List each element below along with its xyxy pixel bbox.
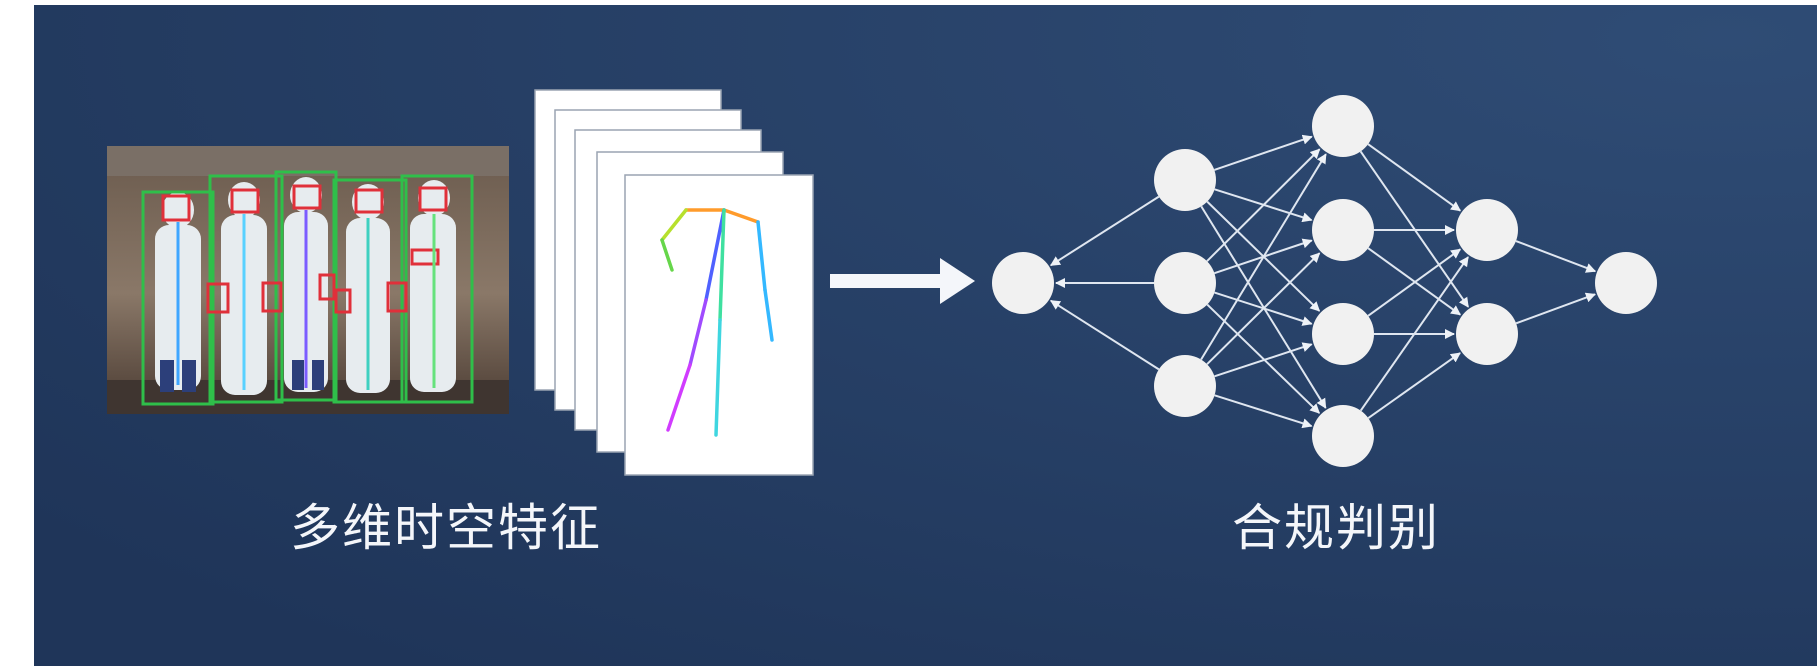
- neural-network: [992, 95, 1657, 467]
- judgment-caption: 合规判别: [1232, 499, 1440, 557]
- edge-input-hidden: [1206, 303, 1321, 414]
- network-node: [1312, 95, 1374, 157]
- edge-hidden-hidden: [1359, 256, 1469, 412]
- skeleton-frame-stack: [534, 89, 814, 476]
- edge-input-hidden: [1206, 148, 1321, 262]
- workers-photo: [107, 146, 509, 414]
- network-node: [1456, 303, 1518, 365]
- network-nodes: [992, 95, 1657, 467]
- network-node: [1154, 149, 1216, 211]
- edge-input-hidden: [1200, 153, 1327, 361]
- edge-to-left-node: [1050, 299, 1160, 371]
- edge-hidden-hidden: [1367, 248, 1462, 317]
- network-node: [1154, 355, 1216, 417]
- edge-hidden-hidden: [1367, 143, 1462, 212]
- edge-input-hidden: [1214, 134, 1313, 171]
- right-arrow-icon: [830, 258, 975, 304]
- edge-input-hidden: [1206, 252, 1321, 365]
- network-node: [1595, 252, 1657, 314]
- edge-hidden-output: [1515, 292, 1596, 325]
- network-node: [1312, 303, 1374, 365]
- edge-hidden-hidden: [1367, 352, 1461, 419]
- network-node: [1312, 199, 1374, 261]
- edge-hidden-output: [1515, 240, 1597, 273]
- edge-to-left-node: [1050, 195, 1160, 267]
- edge-input-hidden: [1214, 394, 1313, 429]
- network-node: [1154, 252, 1216, 314]
- features-caption: 多维时空特征: [290, 499, 602, 557]
- network-edges: [1050, 134, 1597, 429]
- edge-input-hidden: [1214, 342, 1313, 378]
- network-node: [1312, 405, 1374, 467]
- network-node: [992, 252, 1054, 314]
- pose-skeleton-icon: [660, 208, 774, 437]
- network-node: [1456, 199, 1518, 261]
